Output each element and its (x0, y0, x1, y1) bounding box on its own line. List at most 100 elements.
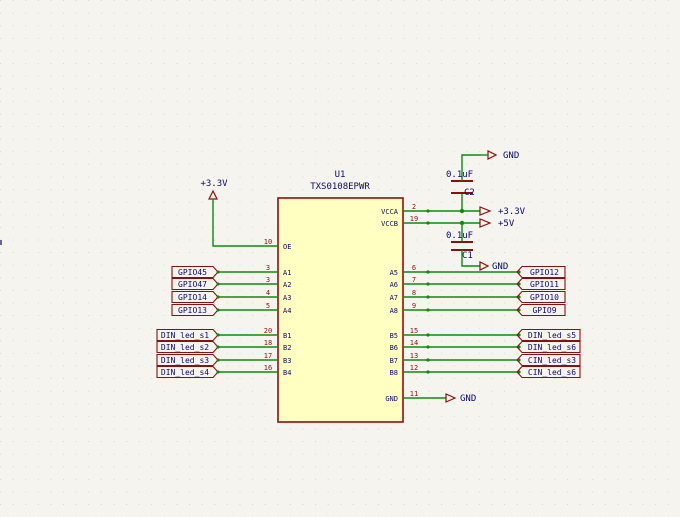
net-label-shape (516, 303, 566, 317)
u1-pin-right[interactable]: 7A6 (390, 276, 425, 289)
net-label-left[interactable]: DIN_led_s1 (156, 328, 258, 342)
pin-number: 3 (266, 276, 270, 284)
net-label-left[interactable]: DIN_led_s4 (156, 365, 258, 379)
net-label-left[interactable]: DIN_led_s2 (156, 340, 258, 354)
power-3v3-oe[interactable]: +3.3V (200, 179, 258, 247)
net-label-right[interactable]: DIN_led_s5 (425, 328, 581, 342)
pin-name: VCCB (381, 220, 398, 228)
pin-number: 18 (264, 339, 272, 347)
net-label-right[interactable]: DIN_led_s6 (425, 340, 581, 354)
net-label-text: GPIO12 (530, 268, 559, 277)
left-net-labels: GPIO45GPIO47GPIO14GPIO13DIN_led_s1DIN_le… (156, 265, 258, 379)
pin-number: 5 (266, 302, 270, 310)
net-label-text: CIN_led_s6 (528, 368, 576, 377)
pin-name: B7 (390, 357, 398, 365)
net-label-left[interactable]: GPIO47 (171, 277, 258, 291)
net-label-left[interactable]: GPIO14 (171, 290, 258, 304)
u1-body[interactable] (277, 197, 404, 423)
net-label-shape (156, 353, 219, 367)
power-arrow-icon (479, 206, 492, 216)
net-label-text: GPIO47 (178, 280, 207, 289)
u1-pin-left[interactable]: 5A4 (258, 302, 291, 315)
u1-pin-right[interactable]: 9A8 (390, 302, 425, 315)
power-3v3-label-right: +3.3V (498, 207, 526, 217)
pin-number: 14 (410, 339, 418, 347)
pin-number: 7 (412, 276, 416, 284)
capacitor-c2[interactable]: 0.1uF C2 (446, 154, 480, 211)
pin-number: 10 (264, 238, 272, 246)
net-label-shape (171, 290, 219, 304)
gnd-label-bottom: GND (460, 394, 476, 404)
pin-name: GND (385, 395, 398, 403)
pin-number: 9 (412, 302, 416, 310)
junction-dot (426, 221, 430, 225)
net-label-right[interactable]: GPIO10 (425, 290, 566, 304)
u1-pin-left[interactable]: 4A3 (258, 289, 291, 302)
pin-name: A3 (283, 294, 291, 302)
u1-value: TXS0108EPWR (310, 182, 370, 192)
capacitor-c1[interactable]: 0.1uF C1 (446, 223, 480, 267)
net-label-shape (156, 328, 219, 342)
net-label-left[interactable]: DIN_led_s3 (156, 353, 258, 367)
pin-name: A5 (390, 269, 398, 277)
u1-pin-left[interactable]: 3A1 (258, 264, 291, 277)
gnd-icon (445, 393, 457, 403)
pin-number: 11 (410, 390, 418, 398)
gnd-symbol-bottom[interactable]: GND (425, 393, 476, 404)
pin-number: 2 (412, 203, 416, 211)
net-label-shape (516, 290, 566, 304)
gnd-symbol-top[interactable]: GND (480, 150, 519, 161)
pin-name: B5 (390, 332, 398, 340)
net-label-left[interactable]: GPIO45 (171, 265, 258, 279)
pin-name: A4 (283, 307, 291, 315)
net-label-left[interactable]: GPIO13 (171, 303, 258, 317)
gnd-label-top: GND (503, 151, 519, 161)
c2-reference: C2 (464, 188, 475, 198)
u1-reference: U1 (335, 170, 346, 180)
pin-name: A1 (283, 269, 291, 277)
net-label-right[interactable]: GPIO12 (425, 265, 566, 279)
c1-value: 0.1uF (446, 231, 473, 241)
gnd-icon (479, 261, 490, 271)
pin-number: 15 (410, 327, 418, 335)
pin-name: B8 (390, 369, 398, 377)
net-label-shape (516, 353, 581, 367)
pin-name: A7 (390, 294, 398, 302)
net-label-text: GPIO11 (530, 280, 559, 289)
net-label-text: DIN_led_s5 (528, 331, 576, 340)
net-label-shape (156, 365, 219, 379)
power-arrow-icon (479, 218, 492, 228)
pin-name: A2 (283, 281, 291, 289)
pin-number: 4 (266, 289, 270, 297)
u1-pin-left[interactable]: 3A2 (258, 276, 291, 289)
pin-number: 6 (412, 264, 416, 272)
net-label-right[interactable]: CIN_led_s6 (425, 365, 581, 379)
pin-name: B4 (283, 369, 291, 377)
u1-pin-right[interactable]: 6A5 (390, 264, 425, 277)
pin-name: A8 (390, 307, 398, 315)
pin-number: 16 (264, 364, 272, 372)
net-label-right[interactable]: CIN_led_s3 (425, 353, 581, 367)
gnd-symbol-middle[interactable]: GND (479, 261, 508, 272)
pin-number: 8 (412, 289, 416, 297)
vcc-nets[interactable]: +3.3V +5V (425, 206, 526, 229)
power-5v-label: +5V (498, 219, 515, 229)
net-label-text: DIN_led_s6 (528, 343, 576, 352)
net-label-right[interactable]: GPIO9 (425, 303, 566, 317)
u1-pin-right[interactable]: 8A7 (390, 289, 425, 302)
net-label-right[interactable]: GPIO11 (425, 277, 566, 291)
net-label-shape (171, 277, 219, 291)
